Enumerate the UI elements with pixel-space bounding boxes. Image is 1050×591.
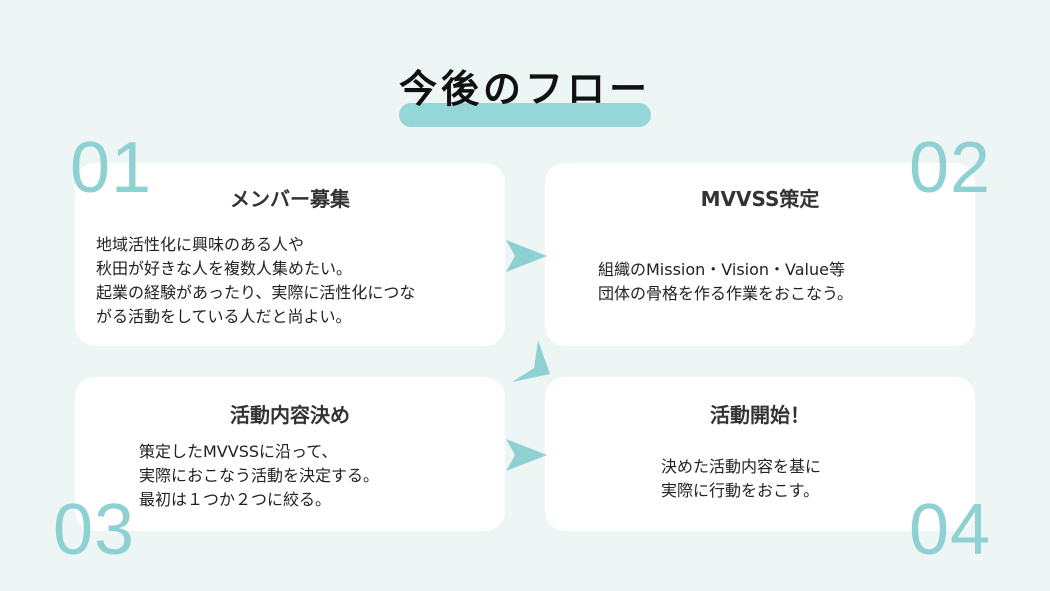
step-heading: 活動開始！ xyxy=(710,403,810,427)
step-body: 地域活性化に興味のある人や 秋田が好きな人を複数人集めたい。 起業の経験があった… xyxy=(96,235,416,326)
step-number: 03 xyxy=(53,490,136,570)
step-body: 組織のMission・Vision・Value等 団体の骨格を作る作業をおこなう… xyxy=(598,260,854,303)
step-heading: 活動内容決め xyxy=(230,403,350,427)
step-card-3: 活動内容決め 策定したMVVSSに沿って、 実際におこなう活動を決定する。 最初… xyxy=(75,377,505,531)
arrow-right-icon xyxy=(506,240,547,272)
title-underline xyxy=(399,103,651,127)
step-card-4: 活動開始！ 決めた活動内容を基に 実際に行動をおこす。 xyxy=(545,377,975,531)
arrow-right-icon xyxy=(506,439,547,471)
step-card-1: メンバー募集 地域活性化に興味のある人や 秋田が好きな人を複数人集めたい。 起業… xyxy=(75,163,505,346)
step-heading: MVVSS策定 xyxy=(700,187,820,211)
step-body: 決めた活動内容を基に 実際に行動をおこす。 xyxy=(661,457,822,500)
step-heading: メンバー募集 xyxy=(230,187,350,211)
page-title: 今後のフロー xyxy=(398,67,651,111)
step-number: 01 xyxy=(70,128,153,208)
arrow-down-left-icon xyxy=(512,340,550,382)
step-number: 04 xyxy=(909,490,992,570)
step-card-2: MVVSS策定 組織のMission・Vision・Value等 団体の骨格を作… xyxy=(545,163,975,346)
step-number: 02 xyxy=(909,128,992,208)
step-body: 策定したMVVSSに沿って、 実際におこなう活動を決定する。 最初は１つか２つに… xyxy=(139,442,380,509)
